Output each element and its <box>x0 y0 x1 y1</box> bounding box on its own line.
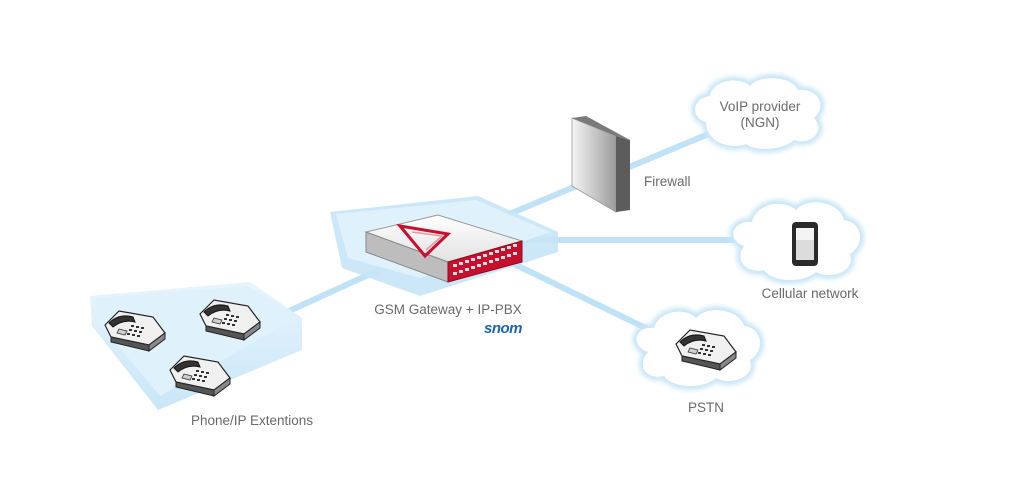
mobile-phone-icon <box>792 222 818 266</box>
link-gateway-pstn <box>507 259 663 338</box>
pstn-cloud-icon <box>632 306 764 390</box>
voip-label-line2: (NGN) <box>741 115 780 130</box>
gateway-label: GSM Gateway + IP-PBX <box>374 302 521 317</box>
pstn-label: PSTN <box>688 400 724 415</box>
cellular-label: Cellular network <box>762 286 859 301</box>
firewall-label: Firewall <box>644 174 691 189</box>
voip-cloud-icon <box>691 74 825 153</box>
voip-label-line1: VoIP provider <box>720 99 801 114</box>
extensions-label: Phone/IP Extentions <box>191 413 313 428</box>
link-firewall-voip <box>619 127 721 173</box>
network-appliance-icon <box>364 214 524 283</box>
snom-logo: snom <box>484 320 522 337</box>
wall-icon <box>571 116 630 213</box>
